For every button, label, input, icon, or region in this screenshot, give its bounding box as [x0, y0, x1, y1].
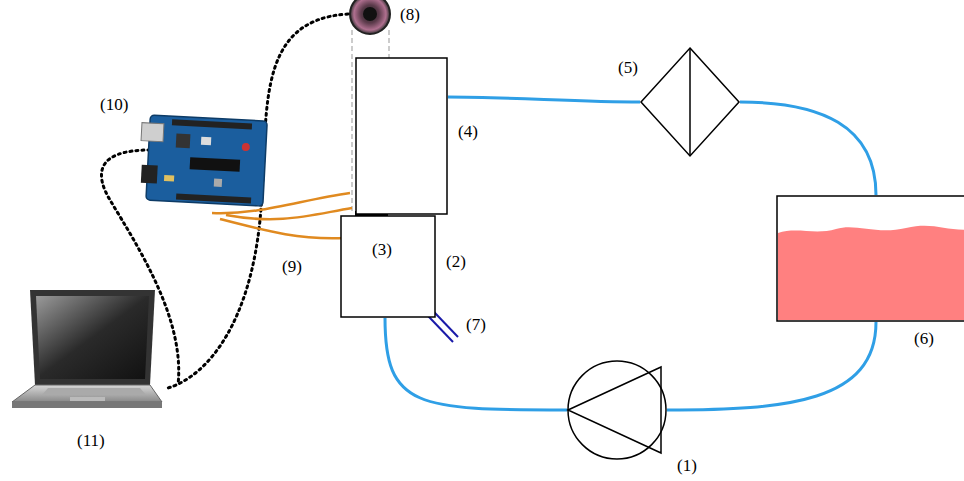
- reservoir: (6): [776, 195, 964, 322]
- camera-lens: [363, 7, 377, 21]
- filter: (5): [640, 47, 740, 157]
- pump: (1): [567, 360, 667, 460]
- callout-number: (2): [446, 253, 466, 270]
- rect-outline: [340, 215, 436, 318]
- tank-outline: [776, 195, 964, 322]
- tube: [448, 97, 640, 102]
- callout-number: (9): [282, 258, 302, 275]
- laptop: [12, 290, 162, 408]
- tube: [667, 322, 876, 410]
- sight-line: [352, 30, 353, 211]
- callout-number: (6): [914, 330, 934, 347]
- sensor-wire: [226, 208, 352, 219]
- diamond-outline: [640, 47, 740, 157]
- callout-number: (10): [100, 96, 128, 113]
- rect-outline: [355, 57, 448, 215]
- arduino-board: [138, 115, 267, 206]
- callout-number: (4): [458, 123, 478, 140]
- callout-number: (11): [77, 432, 105, 449]
- callout-number: (5): [618, 59, 638, 76]
- callout-number: (1): [677, 457, 697, 474]
- callout-number: (3): [372, 241, 392, 258]
- sensor-wire: [220, 219, 345, 238]
- lower-chamber: (2): [340, 215, 436, 318]
- callout-number: (7): [466, 316, 486, 333]
- camera: [350, 0, 390, 34]
- upper-chamber: (4): [355, 57, 448, 215]
- tube: [740, 102, 876, 195]
- callout-number: (8): [400, 6, 420, 23]
- pump-outline: [567, 360, 667, 460]
